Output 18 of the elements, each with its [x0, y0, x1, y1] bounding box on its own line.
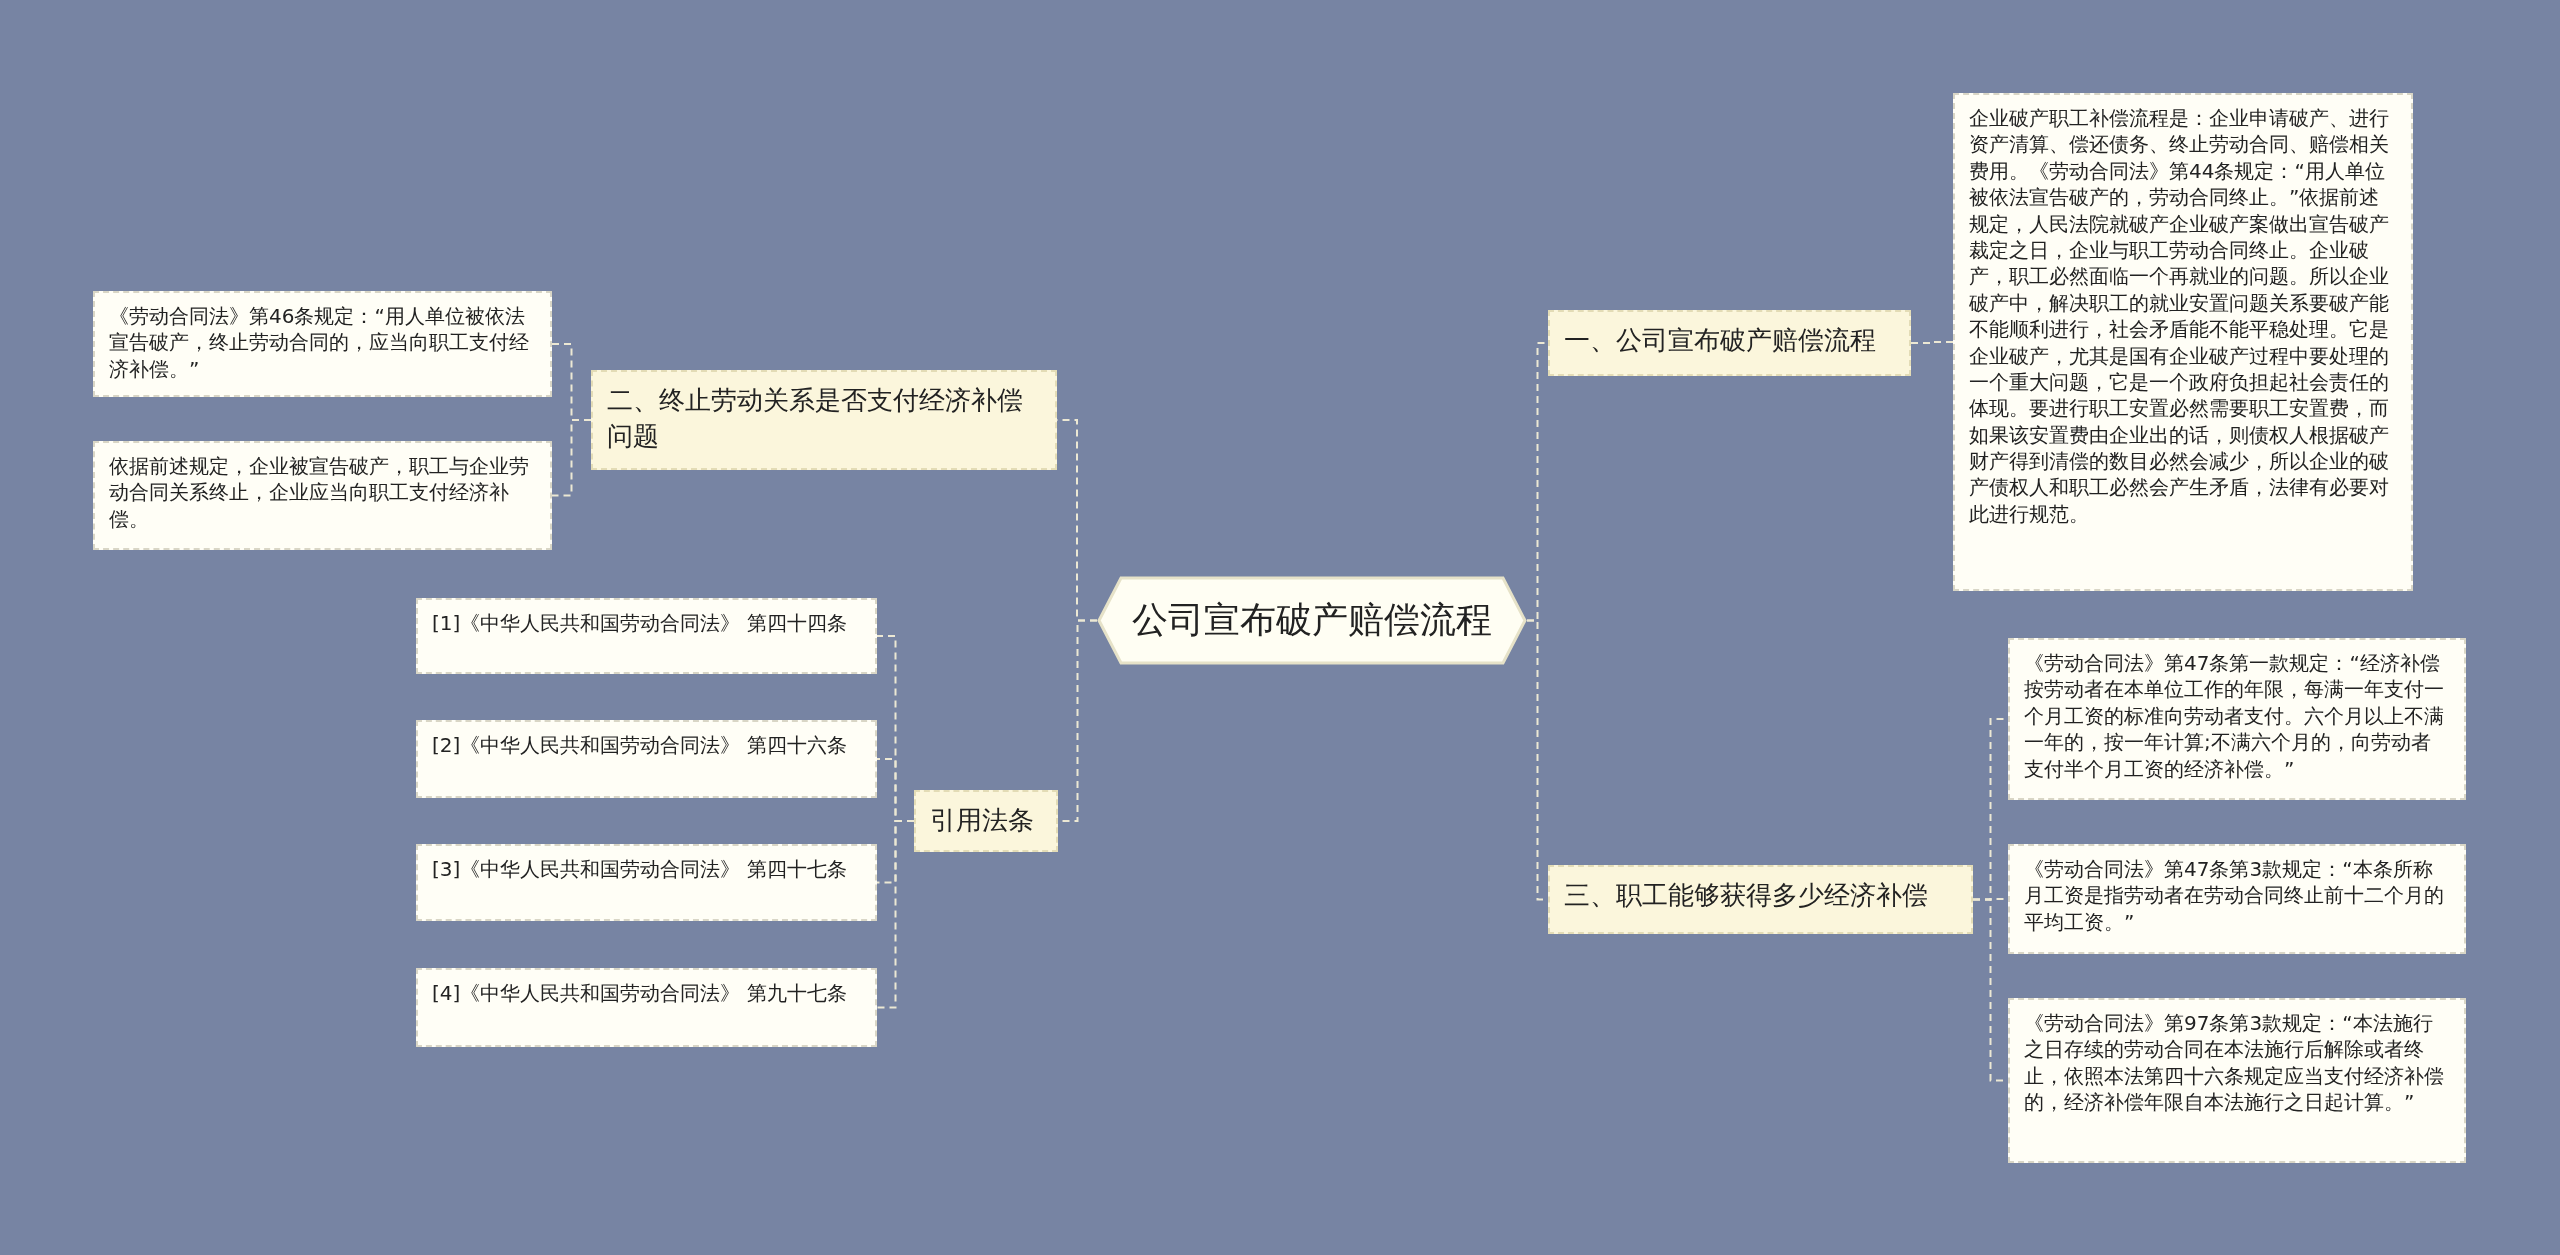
text-box: 《劳动合同法》第47条第3款规定：“本条所称月工资是指劳动者在劳动合同终止前十二个月的平均工资。” — [2008, 844, 2466, 954]
text-box: 企业破产职工补偿流程是：企业申请破产、进行资产清算、偿还债务、终止劳动合同、赔偿相关费用。《劳动合同法》第44条规定：“用人单位被依法宣告破产的，劳动合同终止。”依据前述规定，人民法院就破产企业破产案做出宣告破产裁定之日，企业与职工劳动合同终止。企业破产，职工必然面临一个再就业的问题。所以企业破产中，解决职工的就业安置问题关系要破产能不能顺利进行，社会矛盾能不能平稳处理。它是企业破产，尤其是国有企业破产过程中要处理的一个重大问题，它是一个政府负担起社会责任的体现。要进行职工安置必然需要职工安置费，而如果该安置费由企业出的话，则债权人根据破产财产得到清偿的数目必然会减少，所以企业的破产债权人和职工必然会产生矛盾，法律有必要对此进行规范。 — [1953, 93, 2413, 591]
text-box: [2]《中华人民共和国劳动合同法》 第四十六条 — [416, 720, 877, 798]
topic-box: 一、公司宣布破产赔偿流程 — [1548, 310, 1911, 376]
text-box: [1]《中华人民共和国劳动合同法》 第四十四条 — [416, 598, 877, 674]
topic-box: 三、职工能够获得多少经济补偿 — [1548, 865, 1973, 934]
text-box: 《劳动合同法》第97条第3款规定：“本法施行之日存续的劳动合同在本法施行后解除或者终止，依照本法第四十六条规定应当支付经济补偿的，经济补偿年限自本法施行之日起计算。” — [2008, 998, 2466, 1163]
text-box: 依据前述规定，企业被宣告破产，职工与企业劳动合同关系终止，企业应当向职工支付经济补偿。 — [93, 441, 552, 550]
connector-line — [876, 820, 915, 1009]
text-box: 《劳动合同法》第46条规定：“用人单位被依法宣告破产，终止劳动合同的，应当向职工支付经济补偿。” — [93, 291, 552, 397]
topic-box: 引用法条 — [914, 790, 1058, 852]
text-box: [3]《中华人民共和国劳动合同法》 第四十七条 — [416, 844, 877, 921]
connector-line — [551, 419, 592, 497]
connector-line — [1910, 341, 1954, 344]
central-topic: 公司宣布破产赔偿流程 — [1097, 576, 1527, 665]
text-box: 《劳动合同法》第47条第一款规定：“经济补偿按劳动者在本单位工作的年限，每满一年支付一个月工资的标准向劳动者支付。六个月以上不满一年的，按一年计算;不满六个月的，向劳动者支付半个月工资的经济补偿。” — [2008, 638, 2466, 800]
topic-box: 二、终止劳动关系是否支付经济补偿问题 — [591, 370, 1057, 470]
text-box: [4]《中华人民共和国劳动合同法》 第九十七条 — [416, 968, 877, 1047]
